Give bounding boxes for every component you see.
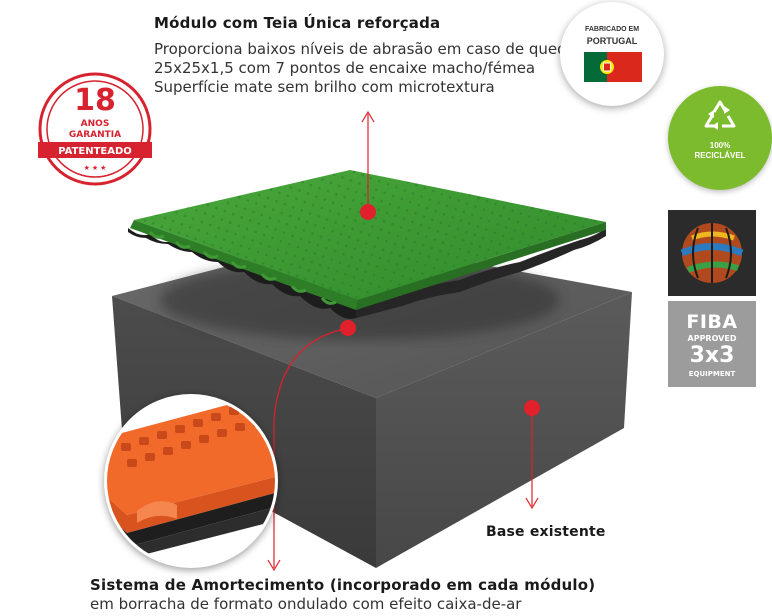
tile-cushion-layer <box>128 228 606 319</box>
base-label: Base existente <box>486 524 606 540</box>
fiba-format: 3x3 <box>689 343 735 368</box>
arrow-down-cushion <box>267 320 356 572</box>
portugal-flag-icon <box>584 52 642 82</box>
cushion-zoom-detail <box>104 394 278 568</box>
footer-line: em borracha de formato ondulado com efei… <box>90 595 522 613</box>
recycle-line1: 100% <box>709 141 731 150</box>
fiba-brand: FIBA <box>686 311 738 333</box>
header-description: Proporciona baixos níveis de abrasão em … <box>154 40 576 97</box>
tile-top <box>130 170 606 310</box>
recyclable-badge: 100% RECICLÁVEL <box>668 86 772 190</box>
recycle-line2: RECICLÁVEL <box>694 151 746 160</box>
fiba-equipment: EQUIPMENT <box>688 370 736 378</box>
stamp-word2: GARANTIA <box>69 130 121 140</box>
header-line: 25x25x1,5 com 7 pontos de encaixe macho/… <box>154 59 536 77</box>
fiba-approved: APPROVED <box>687 334 737 343</box>
header-title: Módulo com Teia Única reforçada <box>154 14 441 32</box>
stamp-word1: ANOS <box>81 119 110 129</box>
header-line: Proporciona baixos níveis de abrasão em … <box>154 40 576 58</box>
header-line: Superfície mate sem brilho com microtext… <box>154 78 495 96</box>
pt-line2: PORTUGAL <box>586 36 638 46</box>
made-in-portugal-badge: FABRICADO EM PORTUGAL <box>560 2 664 106</box>
pt-line1: FABRICADO EM <box>584 26 640 33</box>
star-icon: ★ ★ ★ <box>84 164 107 172</box>
fiba-globe-logo <box>668 210 756 296</box>
recycle-icon <box>704 100 736 130</box>
warranty-stamp: 18 ANOS GARANTIA PATENTEADO ★ ★ ★ <box>38 72 152 186</box>
arrow-up-tile <box>360 110 376 220</box>
footer-title: Sistema de Amortecimento (incorporado em… <box>90 576 596 594</box>
arrow-down-base <box>524 400 540 510</box>
stamp-number: 18 <box>74 83 116 118</box>
stamp-ribbon: PATENTEADO <box>58 146 132 157</box>
fiba-approved-badge: FIBA APPROVED 3x3 EQUIPMENT <box>668 301 756 387</box>
